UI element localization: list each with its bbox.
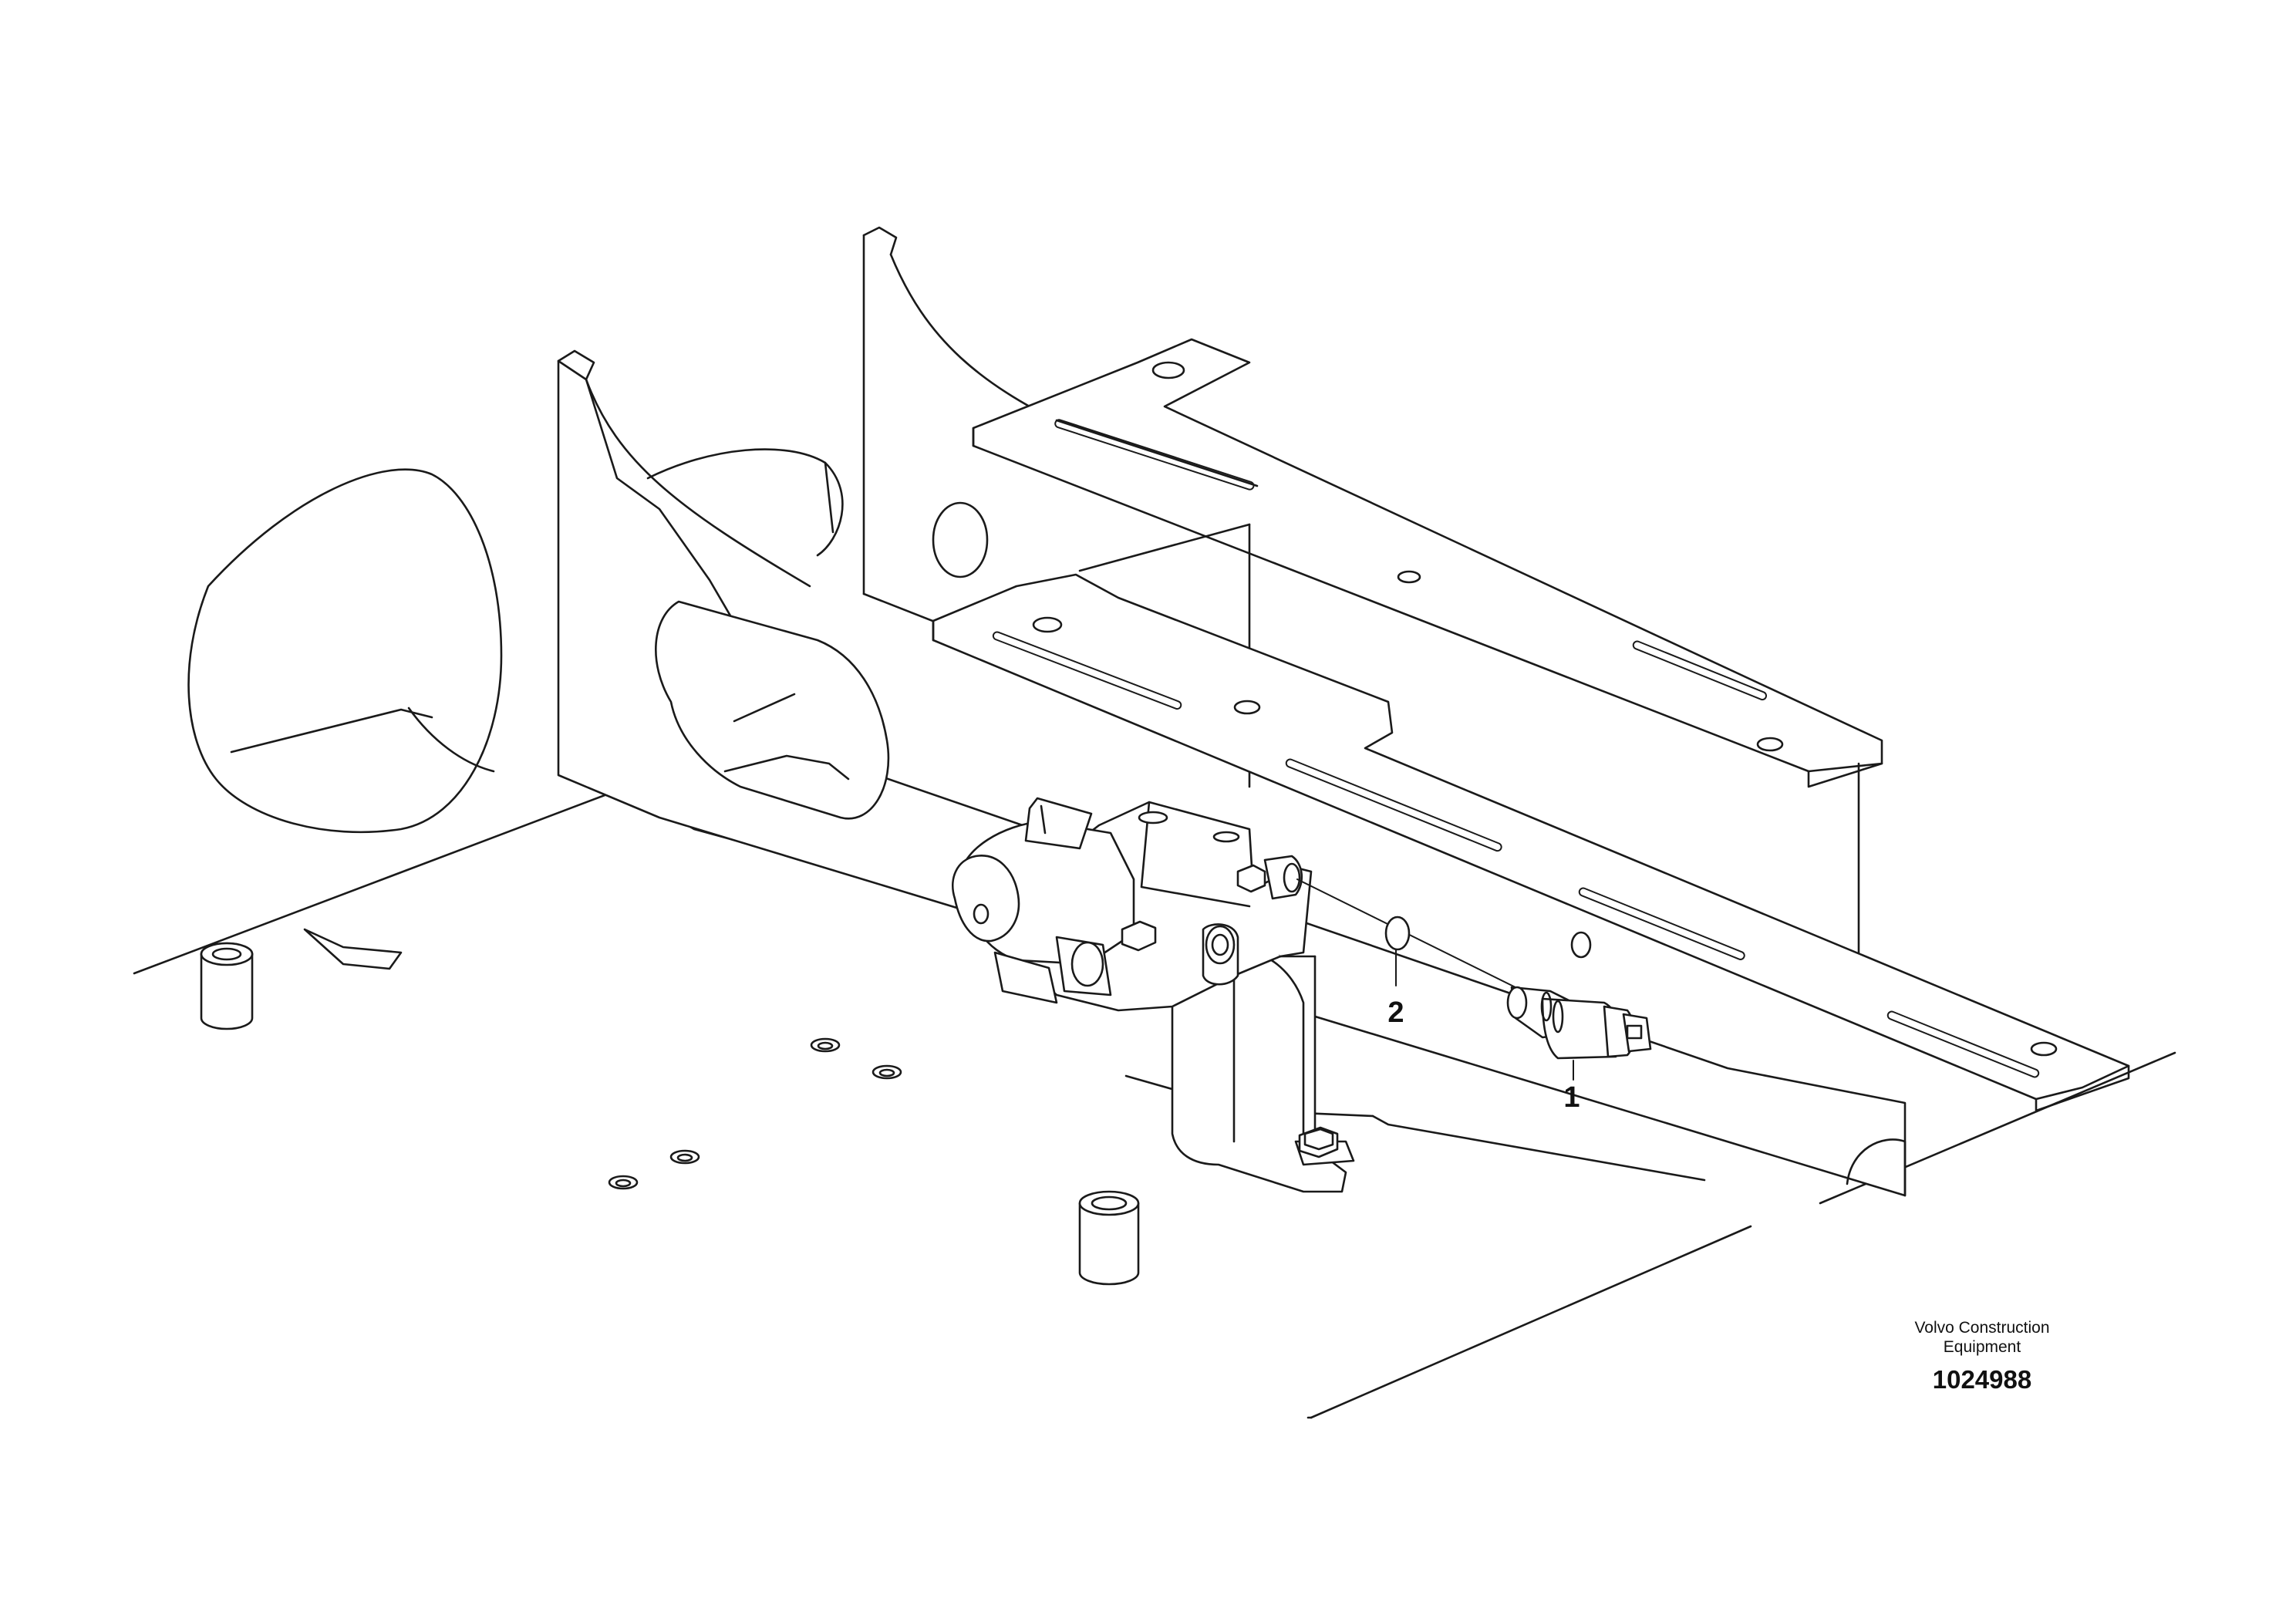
bracket-rail-front [932,573,2130,1197]
pressure-sensor [1506,986,1652,1081]
callout-2-label: 2 [1387,996,1404,1029]
spacer-left [200,942,254,1030]
solenoid-valve [952,797,1313,1012]
exploded-view-line [1296,878,1532,996]
document-number: 1024988 [1933,1365,2031,1394]
brand-line-2: Equipment [1944,1338,2021,1356]
bracket-rail-rear [972,338,1883,958]
frame-opening-left [187,448,844,834]
side-frame-rear [862,226,1081,680]
spacer-center [1078,1190,1140,1286]
brand-line-1: Volvo Construction [1914,1319,2049,1337]
valve-mounting-bracket [1171,955,1355,1193]
floor-holes [608,1037,902,1190]
callout-1-label: 1 [1563,1081,1580,1114]
o-ring [1384,916,1411,986]
